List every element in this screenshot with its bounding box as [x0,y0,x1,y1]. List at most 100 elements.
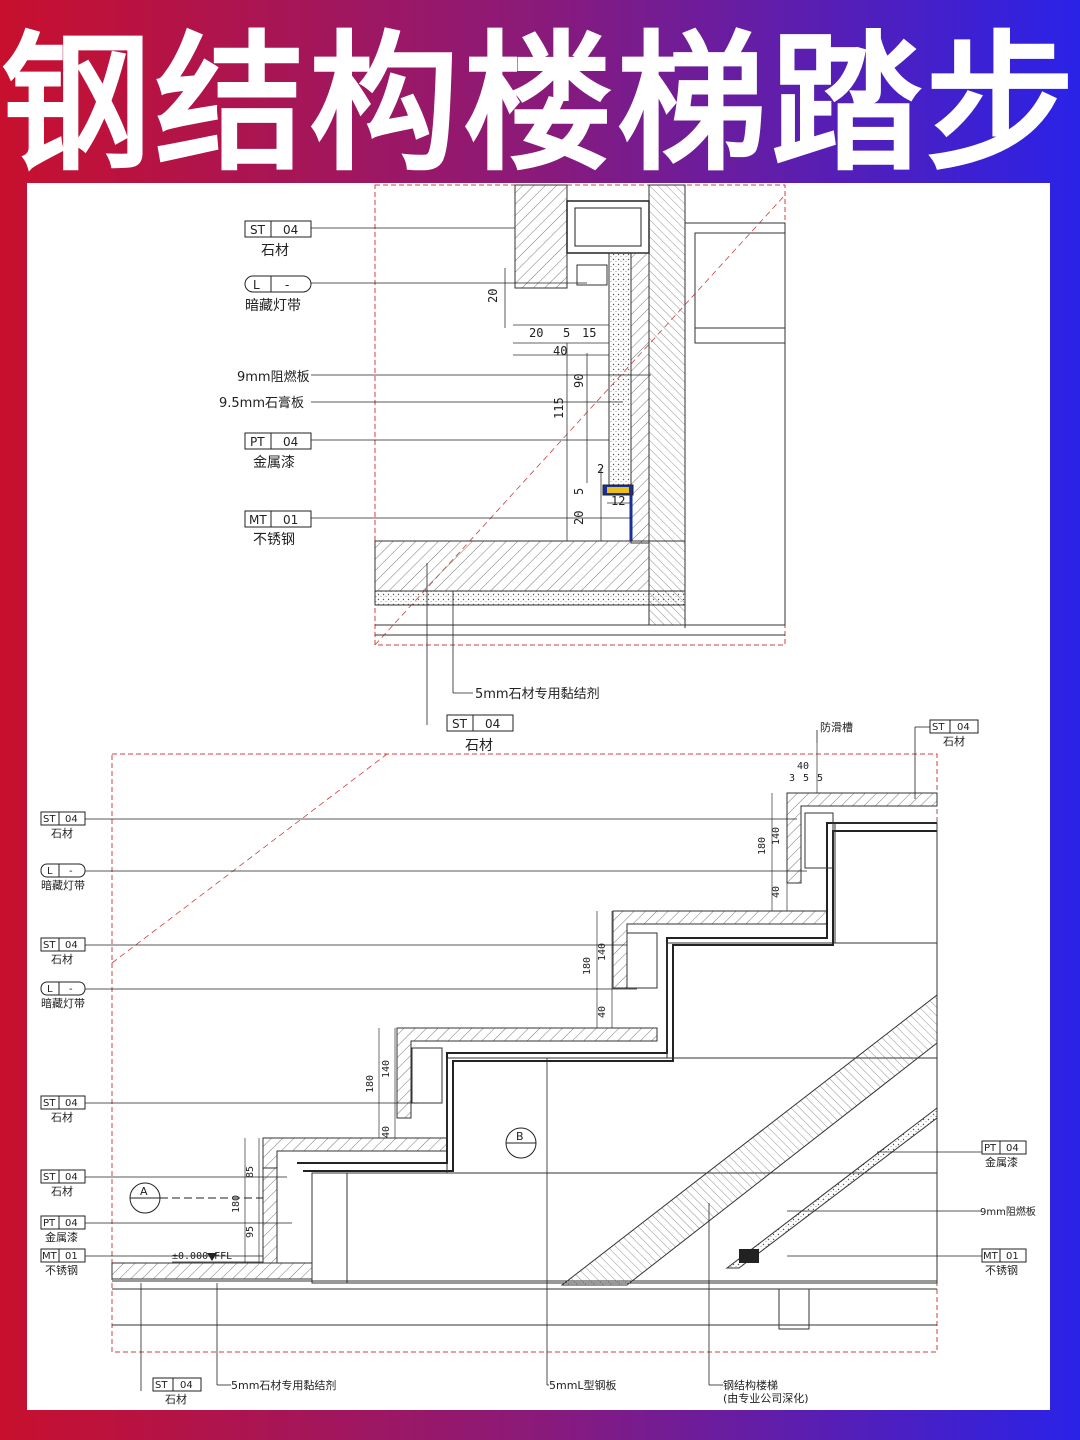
tag-l: L - 暗藏灯带 [40,981,86,1010]
svg-text:ST: ST [452,717,468,731]
dim-text: 40 [553,344,567,358]
dim-text: 15 [582,326,596,340]
svg-text:140: 140 [381,1060,392,1078]
note-l-plate: 5mmL型钢板 [549,1378,617,1392]
dim-text: 5 [563,326,570,340]
note-gypsum-board: 9.5mm石膏板 [219,395,304,411]
svg-text:5: 5 [817,773,823,784]
note-fire-board: 9mm阻燃板 [980,1205,1036,1218]
svg-text:-: - [69,866,73,877]
svg-text:85: 85 [245,1166,256,1178]
svg-text:暗藏灯带: 暗藏灯带 [245,298,301,314]
svg-text:不锈钢: 不锈钢 [985,1264,1018,1277]
left-tags: ST 04 石材 L - 暗藏灯带 ST 04 石材 L [40,811,86,1277]
svg-text:04: 04 [65,1172,78,1183]
svg-text:04: 04 [283,223,298,237]
drawing-sheet: 20 20 5 15 40 90 115 2 5 12 20 [27,183,1050,1410]
svg-text:ST: ST [43,1172,56,1183]
tag-st-bottom: ST 04 石材 [446,714,514,754]
tag-st: ST 04 石材 [244,220,312,259]
svg-text:MT: MT [983,1251,999,1262]
svg-text:04: 04 [65,1218,78,1229]
tag-l: L - 暗藏灯带 [244,275,312,314]
tag-pt: PT 04 金属漆 [244,432,312,471]
svg-text:40: 40 [597,1006,608,1018]
svg-text:01: 01 [283,513,298,527]
svg-text:04: 04 [283,435,298,449]
svg-text:金属漆: 金属漆 [985,1155,1018,1169]
right-tags: 防滑槽 ST 04 石材 PT 04 金属漆 9mm阻燃板 MT 01 [820,719,1036,1277]
tag-st: ST 04 石材 [40,1169,86,1198]
tag-pt: PT 04 金属漆 [40,1215,86,1244]
svg-text:04: 04 [1006,1143,1019,1154]
svg-text:石材: 石材 [51,1110,73,1124]
dim-text: 2 [597,462,604,476]
svg-text:01: 01 [65,1251,78,1262]
note-steel-stair-sub: (由专业公司深化) [723,1391,809,1405]
section-marker-b: B [505,1127,537,1159]
svg-text:95: 95 [245,1226,256,1238]
svg-text:±0.000 FFL: ±0.000 FFL [172,1251,232,1262]
dim-text: 90 [572,374,586,388]
tag-l: L - 暗藏灯带 [40,863,86,892]
svg-text:-: - [69,984,73,995]
svg-text:石材: 石材 [165,1392,187,1406]
svg-text:40: 40 [797,761,809,772]
dim-text: 115 [552,397,566,419]
svg-text:180: 180 [757,837,768,855]
svg-text:A: A [140,1185,148,1198]
tag-st: ST 04 石材 [40,811,86,840]
svg-text:04: 04 [65,940,78,951]
anti-slip-label: 防滑槽 [820,720,853,734]
svg-text:-: - [285,278,289,292]
page-title: 钢结构楼梯踏步 [0,17,1079,192]
svg-text:140: 140 [597,943,608,961]
svg-text:ST: ST [43,1098,56,1109]
svg-text:01: 01 [1006,1251,1019,1262]
svg-text:MT: MT [249,513,267,527]
bottom-detail: 40 3 5 5 180 140 40 180 140 40 180 140 4… [40,719,1036,1406]
top-detail: 20 20 5 15 40 90 115 2 5 12 20 [219,184,786,754]
svg-text:MT: MT [42,1251,58,1262]
svg-text:石材: 石材 [51,1184,73,1198]
svg-text:L: L [47,866,53,877]
svg-text:B: B [516,1130,524,1143]
svg-text:不锈钢: 不锈钢 [45,1264,78,1277]
svg-text:PT: PT [250,435,265,449]
svg-text:ST: ST [43,940,56,951]
svg-text:金属漆: 金属漆 [45,1230,78,1244]
svg-text:3: 3 [789,773,795,784]
svg-text:L: L [253,278,260,292]
note-adhesive: 5mm石材专用黏结剂 [231,1378,336,1392]
svg-text:180: 180 [365,1075,376,1093]
svg-text:180: 180 [231,1195,242,1213]
svg-text:石材: 石材 [51,826,73,840]
section-marker-a: A [129,1182,263,1214]
note-adhesive: 5mm石材专用黏结剂 [475,686,600,702]
svg-text:04: 04 [180,1380,193,1391]
svg-text:04: 04 [485,717,500,731]
svg-text:金属漆: 金属漆 [253,455,295,471]
svg-text:04: 04 [957,722,970,733]
dim-text: 5 [572,488,586,495]
note-fire-board: 9mm阻燃板 [237,369,310,385]
dim-text: 20 [486,289,500,303]
svg-text:暗藏灯带: 暗藏灯带 [41,996,85,1010]
svg-text:5: 5 [803,773,809,784]
tag-st: ST 04 石材 [152,1377,202,1406]
tag-pt: PT 04 金属漆 [981,1140,1027,1169]
dim-text: 12 [611,494,625,508]
svg-text:ST: ST [155,1380,168,1391]
tag-st: ST 04 石材 [929,719,979,748]
svg-text:140: 140 [771,827,782,845]
svg-text:40: 40 [771,886,782,898]
tag-mt: MT 01 不锈钢 [40,1248,86,1277]
svg-text:ST: ST [43,814,56,825]
svg-text:L: L [47,984,53,995]
detail-drawing: 20 20 5 15 40 90 115 2 5 12 20 [40,184,1036,1406]
svg-text:ST: ST [932,722,945,733]
svg-text:石材: 石材 [261,243,289,259]
svg-text:ST: ST [250,223,266,237]
svg-text:不锈钢: 不锈钢 [253,532,295,548]
bottom-notes: ST 04 石材 5mm石材专用黏结剂 5mmL型钢板 钢结构楼梯 (由专业公司… [152,1377,809,1406]
